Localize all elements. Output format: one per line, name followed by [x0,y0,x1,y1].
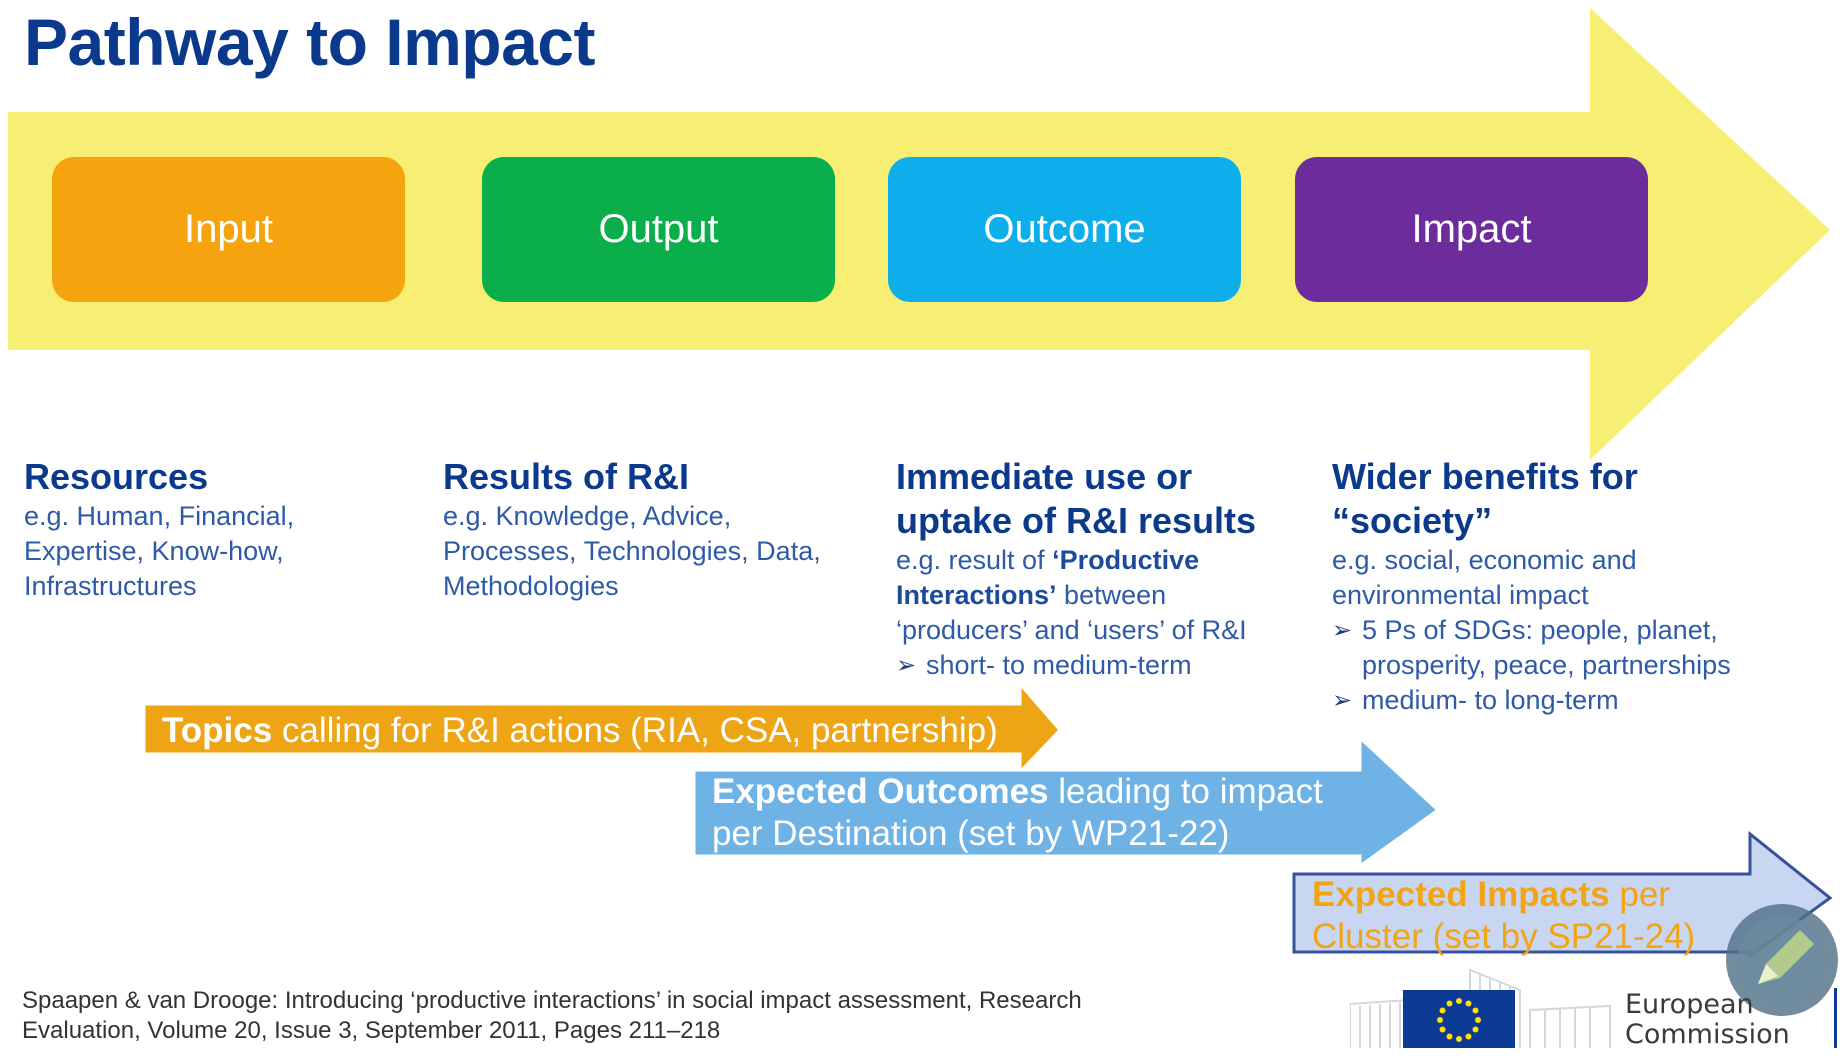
topics-banner-rest: calling for R&I actions (RIA, CSA, partn… [272,711,998,750]
outcomes-arrow [692,734,1441,869]
wider-bullet-2: medium- to long-term [1332,683,1832,718]
stage-impact: Impact [1295,157,1648,302]
immediate-line2: Interactions’ between [896,578,1316,613]
slide-title: Pathway to Impact [24,5,595,79]
stage-outcome-label: Outcome [983,207,1146,251]
immediate-heading-line2: uptake of R&I results [896,500,1257,541]
impacts-banner-rest: per [1609,875,1670,914]
outcomes-banner-line2: per Destination (set by WP21-22) [712,814,1230,853]
stage-outcome: Outcome [888,157,1241,302]
immediate-description: Immediate use or uptake of R&I results e… [896,455,1316,683]
results-heading: Results of R&I [443,456,690,497]
outcomes-banner-bold: Expected Outcomes [712,772,1049,811]
resources-line: e.g. Human, Financial, [24,501,295,531]
wider-bullet-1-line2: prosperity, peace, partnerships [1362,650,1731,680]
results-description: Results of R&I e.g. Knowledge, Advice, P… [443,455,883,604]
topics-arrow [142,680,1063,776]
stage-input: Input [52,157,405,302]
european-commission-logo [1350,968,1837,1048]
immediate-line2-strong: Interactions’ [896,580,1057,610]
outcomes-banner-text: Expected Outcomes leading to impact per … [712,771,1323,855]
european-commission-name: European Commission [1625,990,1790,1050]
outcomes-banner-rest: leading to impact [1048,772,1323,811]
wider-line: environmental impact [1332,580,1589,610]
wider-bullets: 5 Ps of SDGs: people, planet, prosperity,… [1332,613,1832,718]
immediate-line1-strong: ‘Productive [1052,545,1200,575]
citation-line2: Evaluation, Volume 20, Issue 3, Septembe… [22,1017,721,1044]
topics-arrow-shape [142,680,1063,776]
ec-name-line1: European [1625,989,1754,1020]
wider-heading-line1: Wider benefits for [1332,456,1638,497]
citation: Spaapen & van Drooge: Introducing ‘produ… [22,986,1082,1046]
impacts-banner-bold: Impacts [1477,875,1610,914]
logo-divider [1834,988,1837,1048]
resources-line: Expertise, Know-how, [24,536,284,566]
immediate-bullets: short- to medium-term [896,648,1316,683]
results-line: Methodologies [443,571,619,601]
stage-impact-label: Impact [1411,207,1532,251]
immediate-line1: e.g. result of ‘Productive [896,543,1316,578]
stage-output-label: Output [598,207,719,251]
results-line: e.g. Knowledge, Advice, [443,501,732,531]
wider-description: Wider benefits for “society” e.g. social… [1332,455,1832,718]
resources-heading: Resources [24,456,209,497]
immediate-bullet: short- to medium-term [896,648,1316,683]
citation-line1: Spaapen & van Drooge: Introducing ‘produ… [22,987,1082,1014]
topics-banner-text: Topics calling for R&I actions (RIA, CSA… [162,710,998,752]
eu-stars [1437,998,1481,1042]
outcomes-arrow-shape [692,734,1441,869]
results-line: Processes, Technologies, Data, [443,536,821,566]
wider-heading-line2: “society” [1332,500,1493,541]
topics-banner-bold: Topics [162,711,273,750]
wider-line: e.g. social, economic and [1332,545,1637,575]
wider-bullet-1: 5 Ps of SDGs: people, planet, prosperity,… [1332,613,1832,683]
wider-bullet-1-line1: 5 Ps of SDGs: people, planet, [1362,615,1718,645]
immediate-line1-prefix: e.g. result of [896,545,1053,575]
resources-description: Resources e.g. Human, Financial, Experti… [24,455,424,604]
resources-line: Infrastructures [24,571,197,601]
impacts-banner-bold-prefix: Expected [1312,875,1478,914]
immediate-line2-suffix: between [1056,580,1167,610]
stage-output: Output [482,157,835,302]
ec-name-line2: Commission [1625,1019,1790,1050]
impacts-banner-line2: Cluster (set by SP21-24) [1312,917,1696,956]
impacts-banner-text: Expected Impacts per Cluster (set by SP2… [1312,874,1695,958]
immediate-heading-line1: Immediate use or [896,456,1193,497]
edit-pencil-icon[interactable] [1722,900,1842,1020]
stage-input-label: Input [184,207,273,251]
immediate-line3: ‘producers’ and ‘users’ of R&I [896,615,1247,645]
